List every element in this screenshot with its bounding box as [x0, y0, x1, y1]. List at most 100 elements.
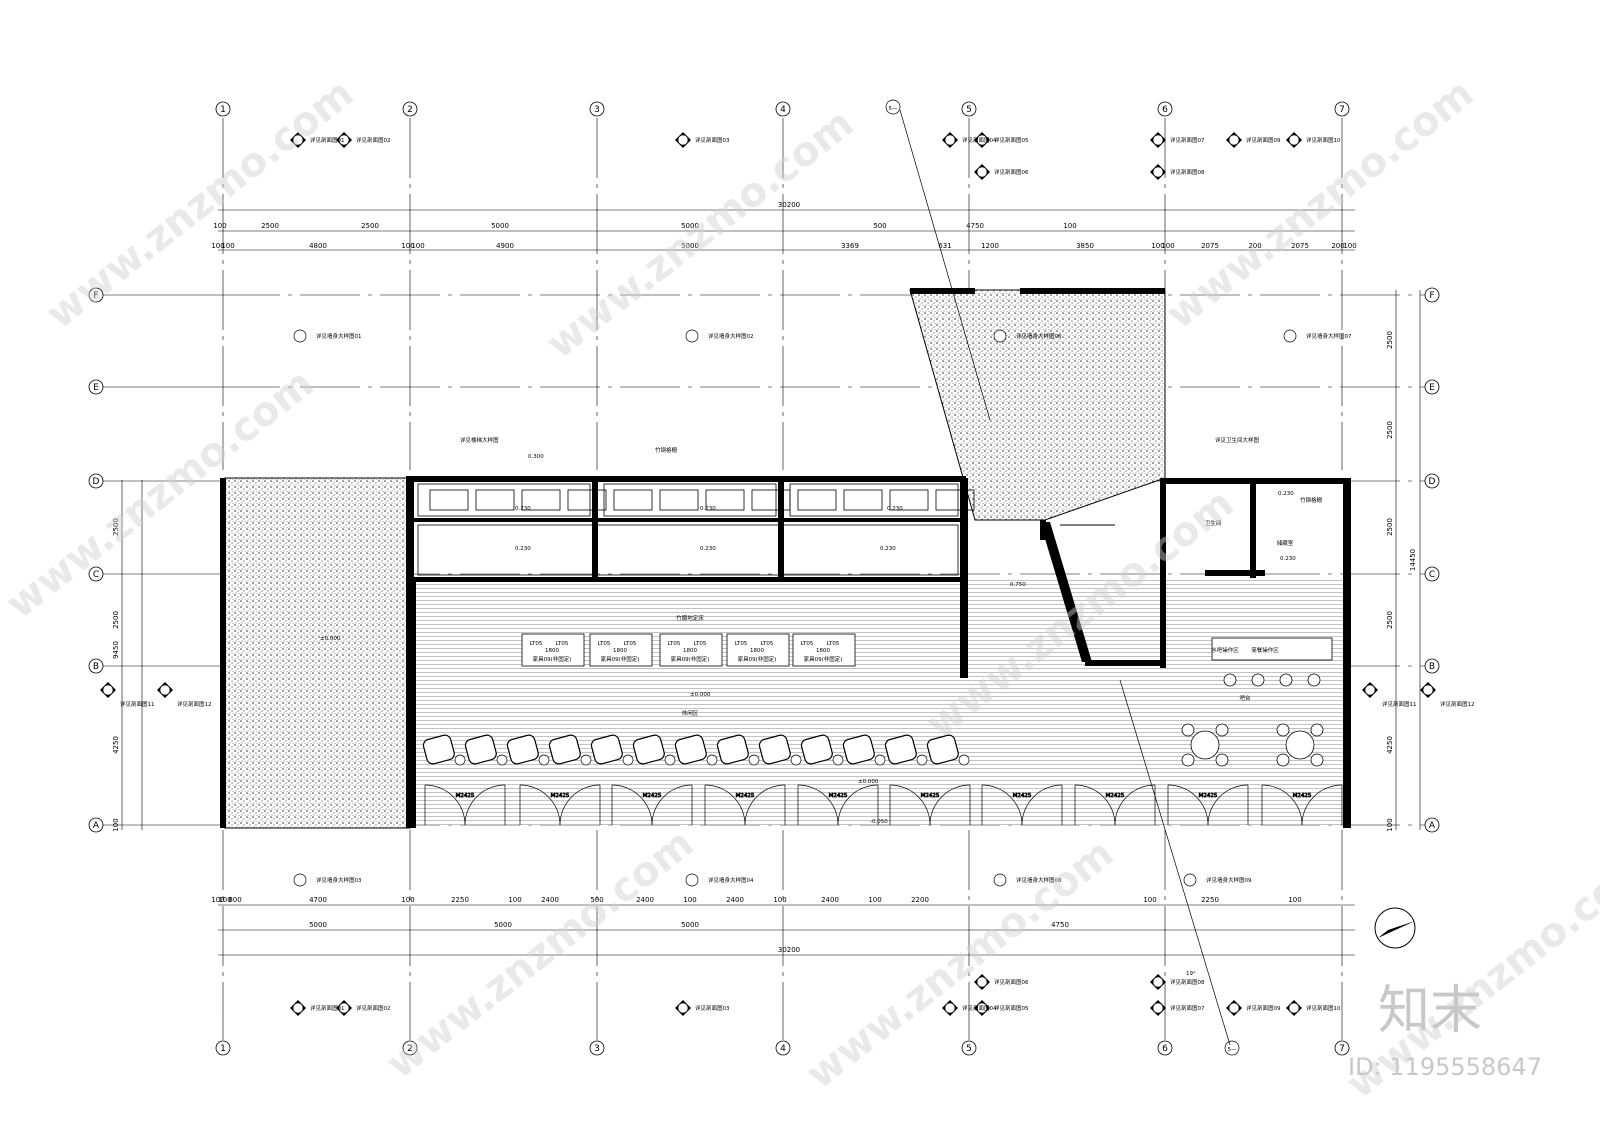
door-tag: M2425 [1106, 793, 1125, 799]
section-marker-icon [976, 166, 988, 178]
dim-left: 4250 [112, 736, 120, 754]
level-tag: -0.050 [870, 819, 888, 825]
door-swing [797, 784, 839, 826]
door-swing [1167, 784, 1209, 826]
section-marker-icon [338, 1002, 350, 1014]
side-table-icon [916, 754, 928, 766]
dim-top-row2: 2075 [1201, 242, 1219, 250]
grid-bubble-row [88, 566, 104, 582]
door-tag: M2425 [1013, 793, 1032, 799]
grid-bubble-col [775, 101, 791, 117]
level-tag: 0.230 [515, 546, 531, 552]
bar-tables [1181, 637, 1333, 767]
door-tag: M2425 [456, 793, 475, 799]
section-callout: 详见剖面图08 [1170, 978, 1205, 986]
door-tag: M2425 [1199, 793, 1218, 799]
shelf-unit [603, 483, 777, 517]
wall-detail-marker-icon [993, 329, 1007, 343]
dim-top-row2: 100 [211, 242, 224, 250]
door-swing [424, 784, 466, 826]
grid-label-row: A [93, 821, 100, 831]
grid-label-col: 1 [220, 105, 226, 115]
grid-bubble-row [1424, 566, 1440, 582]
restroom-callout: 详见卫生间大样图 [1215, 436, 1260, 444]
dim-right: 4250 [1386, 736, 1394, 754]
grid-bubble-row [88, 817, 104, 833]
section-marker-icon [677, 1002, 689, 1014]
wall-callout: 详见墙身大样图09 [1206, 876, 1252, 884]
section-mark: 5— [1228, 1047, 1237, 1053]
grid-bubble-col [215, 1040, 231, 1056]
side-table-icon [874, 754, 886, 766]
door-swing [1261, 784, 1303, 826]
level-tag: 0.230 [700, 506, 716, 512]
dim-top-row1: 100 [1063, 222, 1076, 230]
shelf-cell [889, 489, 929, 511]
shelf-cell [475, 489, 515, 511]
dim-bottom-row1: 4700 [309, 896, 327, 904]
grid-label-row: D [93, 477, 100, 487]
door-tag: M2425 [921, 793, 940, 799]
door-swing [559, 784, 601, 826]
grid-bubble-col [215, 101, 231, 117]
level-tag: 0.230 [887, 506, 903, 512]
dim-top-row2: 100 [411, 242, 424, 250]
door-swing [651, 784, 693, 826]
brand-logo-text: 知末 [1378, 981, 1482, 1041]
dim-left: 100 [112, 818, 120, 831]
section-callout: 详见剖面图06 [994, 978, 1029, 986]
dim-bottom-row2: 4750 [1051, 921, 1069, 929]
section-marker-icon [976, 1002, 988, 1014]
dim-top-row2: 200 [1248, 242, 1261, 250]
wall-detail-marker-icon [685, 873, 699, 887]
door-swing [519, 784, 561, 826]
dim-top-row2: 200 [1331, 242, 1344, 250]
furniture-tag: 家具09(非固定) [738, 655, 777, 663]
dim-top-row2: 4800 [309, 242, 327, 250]
level-tag: 0.230 [1278, 491, 1294, 497]
side-table-icon [538, 754, 550, 766]
grid-bubble-col [775, 1040, 791, 1056]
grid-label-row: E [93, 383, 99, 393]
side-table-icon [790, 754, 802, 766]
section-callout: 详见剖面图12 [1440, 700, 1475, 708]
section-callout: 详见剖面图10 [1306, 1004, 1341, 1012]
section-mark: 5— [889, 106, 898, 112]
grid-bubble-col [1334, 1040, 1350, 1056]
dim-left: 9450 [112, 641, 120, 659]
dim-bottom-row2: 5000 [681, 921, 699, 929]
level-tag: 0.230 [700, 546, 716, 552]
grid-bubble-col [402, 1040, 418, 1056]
grid-bubble-col [589, 1040, 605, 1056]
section-marker-icon [1364, 684, 1376, 696]
dim-bottom-row1: 100 [218, 896, 231, 904]
grille-callout: 竹钢格栅 [655, 446, 678, 454]
section-callout: 详见剖面图09 [1246, 1004, 1281, 1012]
armchair-icon [800, 734, 833, 765]
grid-label-col: 7 [1339, 105, 1345, 115]
shelving-units [417, 483, 975, 576]
door-tag: M2425 [829, 793, 848, 799]
dim-bottom-row1: 100 [773, 896, 786, 904]
dim-top-row1: 2500 [361, 222, 379, 230]
section-callout: 详见剖面图11 [1382, 700, 1417, 708]
section-marker-icon [1288, 134, 1300, 146]
section-callout: 详见剖面图07 [1170, 1004, 1205, 1012]
section-marker-icon [944, 134, 956, 146]
door-swing [889, 784, 931, 826]
watermark-text: www.znzmo.com [38, 70, 362, 338]
dim-top-row2: 5000 [681, 242, 699, 250]
dim-left: 2500 [112, 611, 120, 629]
angle-tag: 19° [1186, 971, 1196, 977]
side-table-icon [496, 754, 508, 766]
wall-callout: 详见墙身大样图03 [316, 876, 362, 884]
dim-bottom-row1: 2250 [451, 896, 469, 904]
grid-bubble-row [88, 658, 104, 674]
grid-bubble-row [88, 379, 104, 395]
shelf-cell [521, 489, 561, 511]
grid-label-col: 6 [1162, 105, 1168, 115]
armchair-icon [716, 734, 749, 765]
dim-top-row2: 1200 [981, 242, 999, 250]
